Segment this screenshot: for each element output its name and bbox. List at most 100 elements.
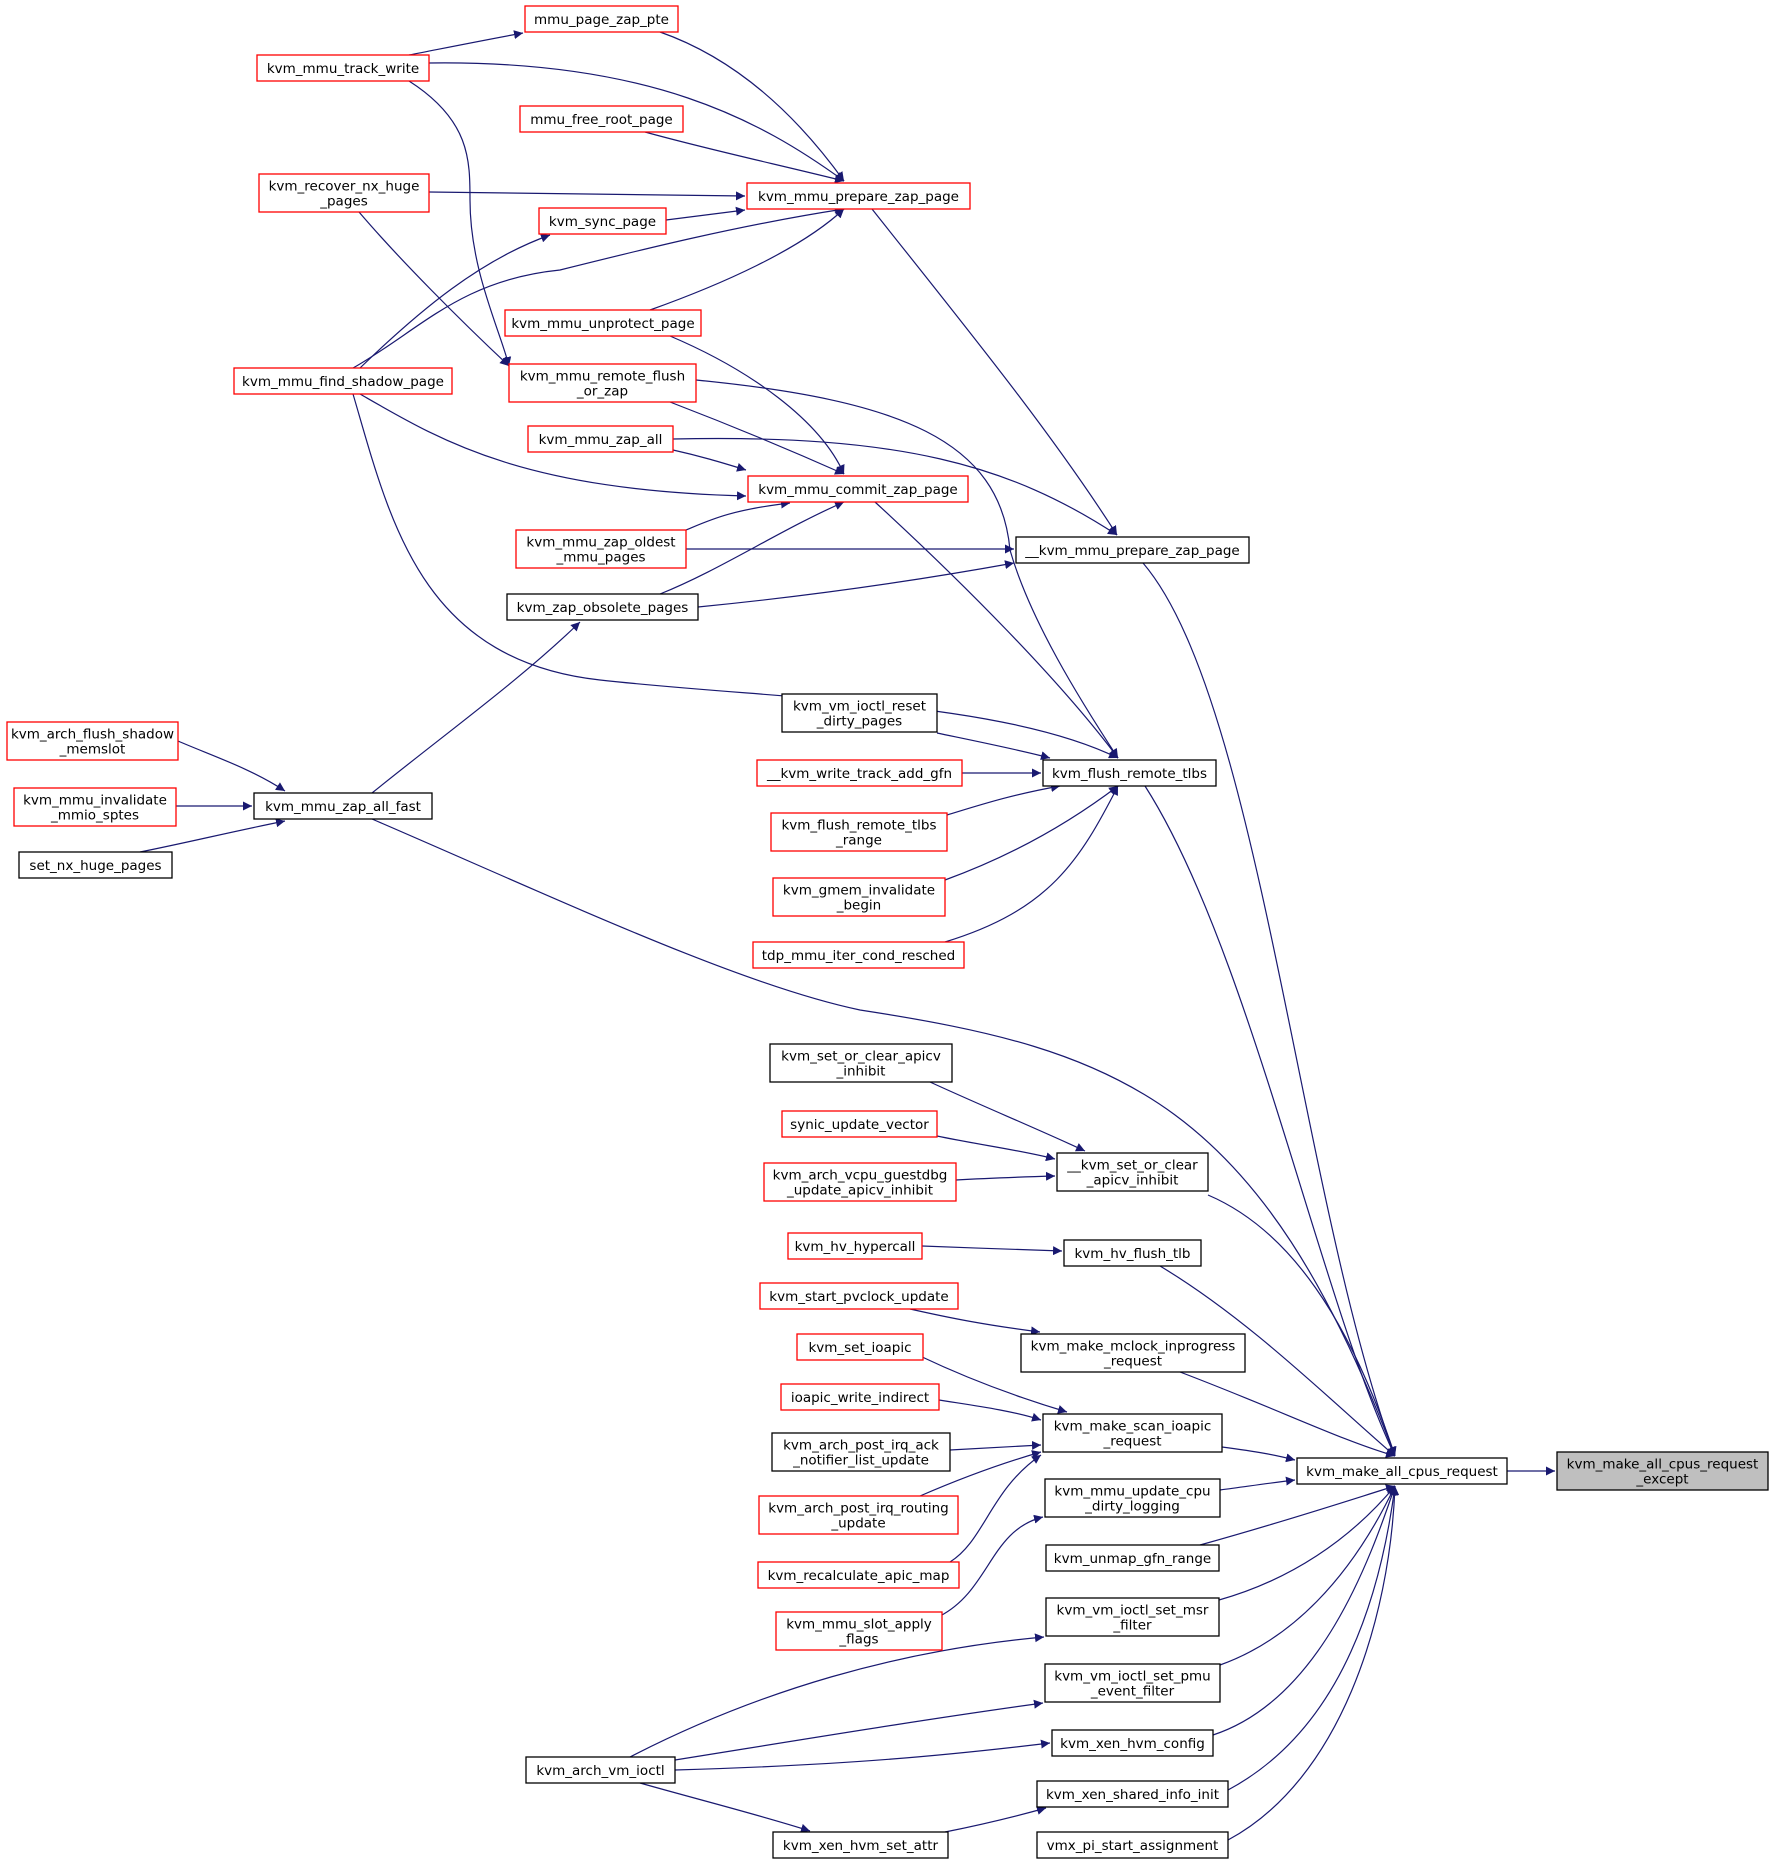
edge-arch_vm_ioctl-to-xen_set_attr: [639, 1782, 811, 1833]
node-mclock[interactable]: kvm_make_mclock_inprogress_request: [1020, 1333, 1246, 1373]
node-set_clear_inhibit[interactable]: __kvm_set_or_clear_apicv_inhibit: [1056, 1152, 1209, 1192]
node-xen_shared[interactable]: kvm_xen_shared_info_init: [1036, 1780, 1229, 1808]
node-track_write[interactable]: kvm_mmu_track_write: [256, 54, 430, 82]
node-box: [519, 105, 684, 133]
node-all_cpus[interactable]: kvm_make_all_cpus_request: [1296, 1457, 1508, 1485]
node-box: [1020, 1333, 1246, 1373]
node-box: [18, 851, 173, 879]
node-box: [787, 1232, 923, 1260]
node-free_root[interactable]: mmu_free_root_page: [519, 105, 684, 133]
node-label: kvm_make_scan_ioapic: [1054, 1419, 1212, 1435]
node-label: kvm_mmu_commit_zap_page: [758, 482, 958, 498]
node-irq_routing[interactable]: kvm_arch_post_irq_routing_update: [758, 1495, 959, 1535]
node-synic[interactable]: synic_update_vector: [781, 1110, 938, 1138]
node-vmx_pi[interactable]: vmx_pi_start_assignment: [1036, 1831, 1229, 1859]
node-tdp_resched[interactable]: tdp_mmu_iter_cond_resched: [752, 941, 965, 969]
node-prepare_zap[interactable]: kvm_mmu_prepare_zap_page: [746, 182, 971, 210]
node-box: [759, 1282, 959, 1310]
edge-gmem_inval-to-flush_tlbs: [944, 785, 1119, 881]
node-zap_all[interactable]: kvm_mmu_zap_all: [527, 425, 674, 453]
node-label: kvm_make_all_cpus_request: [1306, 1464, 1498, 1480]
node-unprotect[interactable]: kvm_mmu_unprotect_page: [504, 309, 702, 337]
edge-remote_flush-to-commit_zap: [669, 401, 845, 475]
node-zap_oldest[interactable]: kvm_mmu_zap_oldest_mmu_pages: [515, 529, 687, 569]
node-xen_hvm_config[interactable]: kvm_xen_hvm_config: [1051, 1729, 1214, 1757]
node-label: kvm_flush_remote_tlbs: [1052, 766, 1207, 782]
node-label: kvm_start_pvclock_update: [769, 1289, 948, 1305]
node-label: kvm_gmem_invalidate: [783, 883, 935, 899]
edge-set_msr_filter-to-all_cpus: [1218, 1485, 1396, 1601]
node-recover_nx[interactable]: kvm_recover_nx_huge_pages: [258, 173, 430, 213]
node-label: kvm_mmu_zap_all: [539, 432, 663, 448]
node-slot_flags[interactable]: kvm_mmu_slot_apply_flags: [775, 1611, 943, 1651]
node-find_shadow[interactable]: kvm_mmu_find_shadow_page: [233, 367, 453, 395]
node-focus: kvm_make_all_cpus_request_except: [1556, 1451, 1769, 1491]
node-label: kvm_recalculate_apic_map: [768, 1568, 950, 1584]
node-box: [1045, 1544, 1220, 1572]
node-label: kvm_mmu_zap_all_fast: [265, 799, 421, 815]
node-unmap_gfn[interactable]: kvm_unmap_gfn_range: [1045, 1544, 1220, 1572]
edge-cpu_dirty-to-all_cpus: [1219, 1476, 1296, 1491]
node-hv_flush[interactable]: kvm_hv_flush_tlb: [1063, 1239, 1202, 1267]
node-arch_vm_ioctl[interactable]: kvm_arch_vm_ioctl: [525, 1756, 676, 1784]
node-box: [1556, 1451, 1769, 1491]
node-label: _apicv_inhibit: [1086, 1173, 1179, 1189]
edge-find_shadow-to-prepare_zap: [352, 205, 845, 369]
node-ioapic_write[interactable]: ioapic_write_indirect: [780, 1383, 940, 1411]
node-zap_all_fast[interactable]: kvm_mmu_zap_all_fast: [253, 792, 433, 820]
node-label: mmu_page_zap_pte: [534, 12, 669, 28]
node-set_or_clear_apicv[interactable]: kvm_set_or_clear_apicv_inhibit: [769, 1043, 953, 1083]
node-flush_tlbs[interactable]: kvm_flush_remote_tlbs: [1042, 759, 1217, 787]
node-pvclock[interactable]: kvm_start_pvclock_update: [759, 1282, 959, 1310]
node-hv_hypercall[interactable]: kvm_hv_hypercall: [787, 1232, 923, 1260]
node-label: kvm_vm_ioctl_set_pmu: [1054, 1669, 1210, 1685]
node-flush_range[interactable]: kvm_flush_remote_tlbs_range: [770, 812, 948, 852]
node-set_pmu_filter[interactable]: kvm_vm_ioctl_set_pmu_event_filter: [1044, 1663, 1221, 1703]
edge-irq_ack-to-scan_ioapic: [949, 1440, 1042, 1451]
node-label: kvm_mmu_invalidate: [23, 793, 167, 809]
node-xen_set_attr[interactable]: kvm_xen_hvm_set_attr: [772, 1831, 949, 1859]
node-label: _pages: [319, 194, 368, 210]
node-guestdbg[interactable]: kvm_arch_vcpu_guestdbg_update_apicv_inhi…: [763, 1162, 957, 1202]
node-invalidate_mmio[interactable]: kvm_mmu_invalidate_mmio_sptes: [13, 787, 177, 827]
edge-irq_routing-to-scan_ioapic: [919, 1450, 1042, 1497]
node-remote_flush[interactable]: kvm_mmu_remote_flush_or_zap: [508, 363, 697, 403]
node-box: [780, 1383, 940, 1411]
node-flush_shadow_memslot[interactable]: kvm_arch_flush_shadow_memslot: [6, 721, 179, 761]
node-gmem_inval[interactable]: kvm_gmem_invalidate_begin: [772, 877, 946, 917]
node-write_track[interactable]: __kvm_write_track_add_gfn: [756, 759, 963, 787]
node-label: kvm_xen_hvm_config: [1060, 1736, 1205, 1752]
edge-zap_all_fast-to-all_cpus: [371, 818, 1397, 1457]
node-box: [1044, 1478, 1221, 1518]
node-label: _mmu_pages: [555, 550, 645, 566]
edge-set_clear_inhibit-to-all_cpus: [1207, 1194, 1397, 1457]
edge-hv_hypercall-to-hv_flush: [921, 1245, 1063, 1256]
node-label: kvm_mmu_update_cpu: [1054, 1484, 1210, 1500]
node-set_ioapic[interactable]: kvm_set_ioapic: [796, 1333, 924, 1361]
node-label: _flags: [838, 1632, 878, 1648]
node-prep_internal[interactable]: __kvm_mmu_prepare_zap_page: [1015, 536, 1250, 564]
node-box: [756, 759, 963, 787]
node-box: [1036, 1780, 1229, 1808]
node-box: [796, 1333, 924, 1361]
node-recalc_apic[interactable]: kvm_recalculate_apic_map: [757, 1561, 960, 1589]
node-box: [1042, 759, 1217, 787]
node-reset_dirty[interactable]: kvm_vm_ioctl_reset_dirty_pages: [781, 693, 938, 733]
node-sync_page[interactable]: kvm_sync_page: [538, 207, 667, 235]
node-label: kvm_arch_vcpu_guestdbg: [773, 1168, 948, 1184]
node-set_msr_filter[interactable]: kvm_vm_ioctl_set_msr_filter: [1045, 1597, 1220, 1637]
node-page_zap_pte[interactable]: mmu_page_zap_pte: [524, 5, 679, 33]
node-set_nx[interactable]: set_nx_huge_pages: [18, 851, 173, 879]
node-box: [515, 529, 687, 569]
node-label: _range: [835, 833, 882, 849]
node-scan_ioapic[interactable]: kvm_make_scan_ioapic_request: [1042, 1413, 1223, 1453]
node-commit_zap[interactable]: kvm_mmu_commit_zap_page: [747, 475, 969, 503]
edge-set_ioapic-to-scan_ioapic: [919, 1355, 1068, 1414]
node-zap_obsolete[interactable]: kvm_zap_obsolete_pages: [506, 593, 699, 621]
nodes-layer: kvm_make_all_cpus_request_except kvm_make…: [6, 5, 1769, 1859]
node-irq_ack[interactable]: kvm_arch_post_irq_ack_notifier_list_upda…: [771, 1432, 951, 1472]
node-box: [527, 425, 674, 453]
node-box: [525, 1756, 676, 1784]
node-cpu_dirty[interactable]: kvm_mmu_update_cpu_dirty_logging: [1044, 1478, 1221, 1518]
edge-page_zap_pte-to-prepare_zap: [659, 31, 845, 182]
